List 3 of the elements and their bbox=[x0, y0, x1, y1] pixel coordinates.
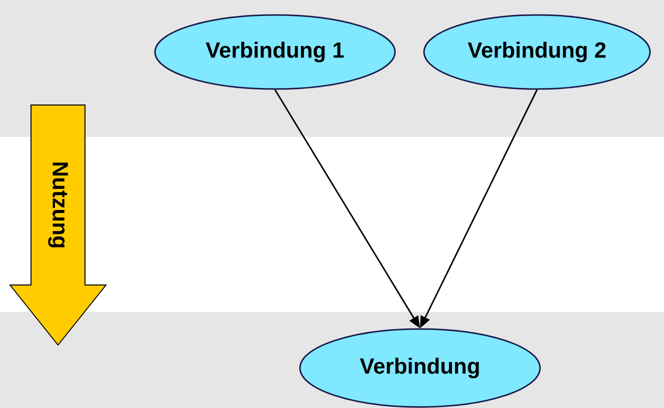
ellipse-node: Verbindung bbox=[299, 328, 541, 408]
ellipse-node: Verbindung 1 bbox=[154, 14, 396, 90]
ellipse-node: Verbindung 2 bbox=[423, 14, 651, 90]
